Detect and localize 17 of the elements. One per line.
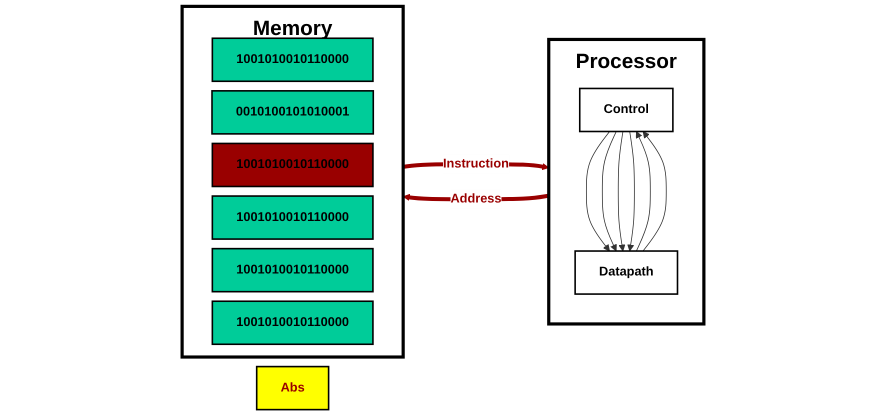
node-box: 1001010010110000 <box>212 195 374 240</box>
arrow <box>642 131 667 252</box>
node-box: 1001010010110000 <box>212 142 374 188</box>
node-box: 0010100101010001 <box>211 90 374 135</box>
node-box: Abs <box>256 366 330 410</box>
node-box: 1001010010110000 <box>212 300 374 346</box>
arrow <box>618 131 626 252</box>
node-box: Control <box>578 88 674 132</box>
arrow <box>602 131 617 252</box>
node-box: 1001010010110000 <box>212 37 374 82</box>
node-box: 1001010010110000 <box>212 248 374 292</box>
arrow <box>586 131 610 252</box>
arrow <box>636 131 651 252</box>
arrow <box>627 131 635 252</box>
node-box: Datapath <box>574 250 678 295</box>
edge-label: Instruction <box>443 156 509 171</box>
edge-label: Address <box>450 192 502 206</box>
